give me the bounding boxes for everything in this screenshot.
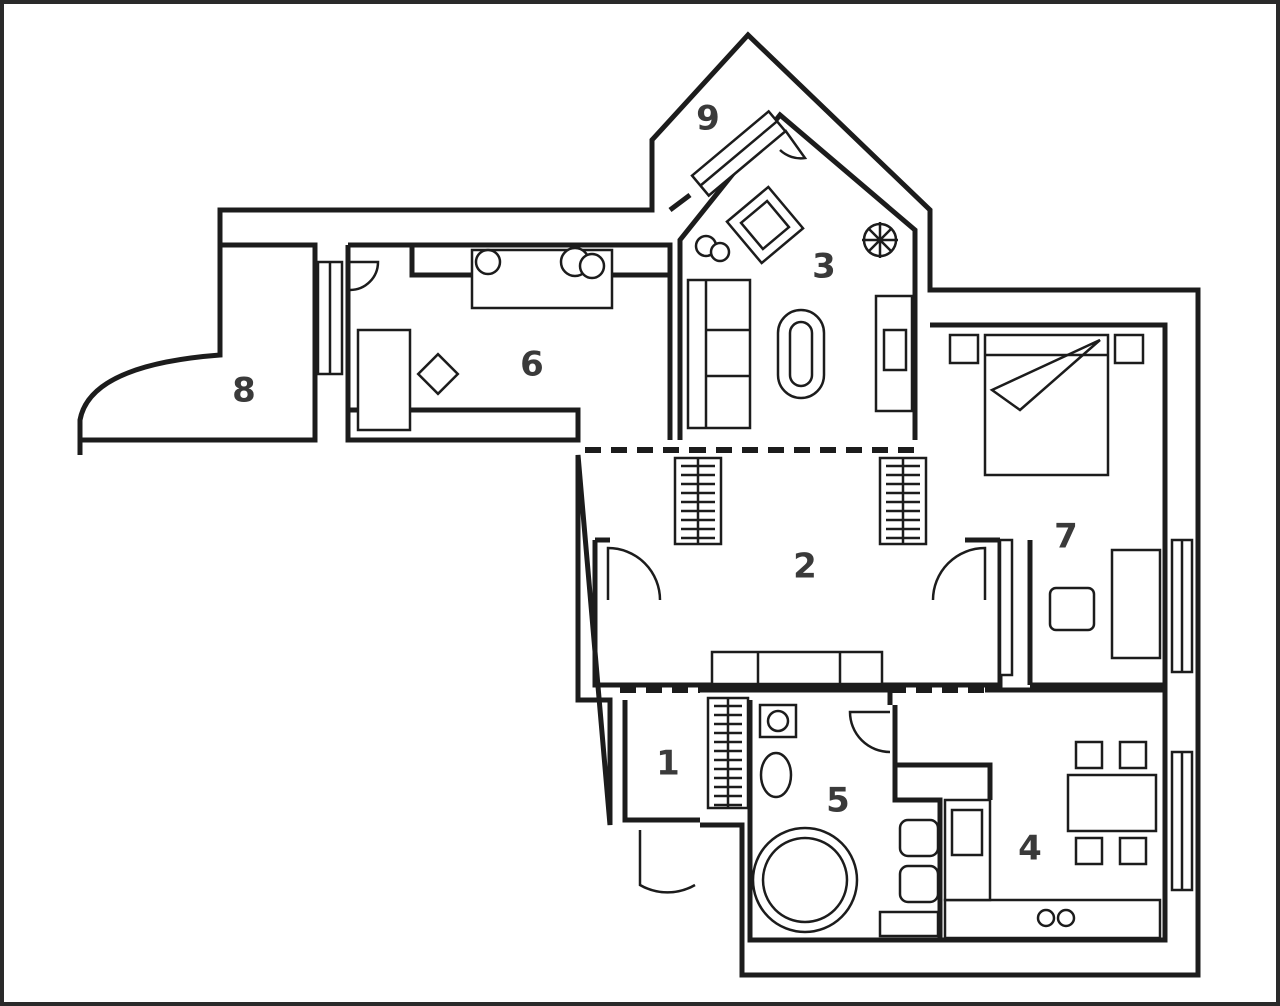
- room-labels: 1 2 3 4 5 6 7 8 9: [232, 99, 1078, 869]
- room-label-6: 6: [520, 345, 544, 385]
- stove-burner-b: [1056, 908, 1076, 928]
- outer-walls: [77, 31, 1201, 978]
- wardrobes: [673, 456, 928, 810]
- doors: [349, 129, 987, 894]
- chair-7: [1048, 586, 1096, 632]
- windows: [316, 109, 1194, 892]
- door-2-left: [606, 546, 662, 601]
- chair-4b: [1118, 740, 1148, 770]
- room-label-7: 7: [1054, 517, 1078, 557]
- room-label-3: 3: [812, 247, 836, 287]
- chair-4a: [1074, 740, 1104, 770]
- room-label-1: 1: [656, 744, 680, 784]
- stove-burner-a: [1036, 908, 1056, 928]
- chair-4d: [1118, 836, 1148, 866]
- door-9: [779, 129, 808, 160]
- sink-5b: [759, 751, 793, 799]
- cabinet-2: [710, 650, 884, 686]
- room-label-2: 2: [793, 547, 817, 587]
- door-2-right: [931, 546, 987, 601]
- chair-4c: [1074, 836, 1104, 866]
- glass-partition-7: [998, 538, 1014, 677]
- dining-table-4: [1066, 773, 1158, 833]
- room-label-5: 5: [826, 781, 850, 821]
- sofa-3: [686, 278, 752, 430]
- desk-7: [1110, 548, 1162, 660]
- door-6: [349, 260, 380, 292]
- room-label-8: 8: [232, 371, 256, 411]
- room-label-9: 9: [696, 99, 720, 139]
- chair-6a: [474, 248, 502, 276]
- open-passages: [585, 447, 990, 693]
- door-5: [848, 710, 891, 754]
- bidet-5: [898, 864, 940, 904]
- toilet-5: [898, 818, 940, 858]
- bench-5: [878, 910, 940, 938]
- room-label-4: 4: [1018, 829, 1042, 869]
- furniture: [356, 185, 1162, 940]
- stool-6: [416, 352, 460, 396]
- nightstand-7b: [1113, 333, 1145, 365]
- bed-7: [983, 333, 1110, 477]
- nightstand-7a: [948, 333, 980, 365]
- chair-6c: [578, 252, 606, 280]
- entrance-door: [638, 830, 696, 894]
- sofa-6: [356, 328, 412, 432]
